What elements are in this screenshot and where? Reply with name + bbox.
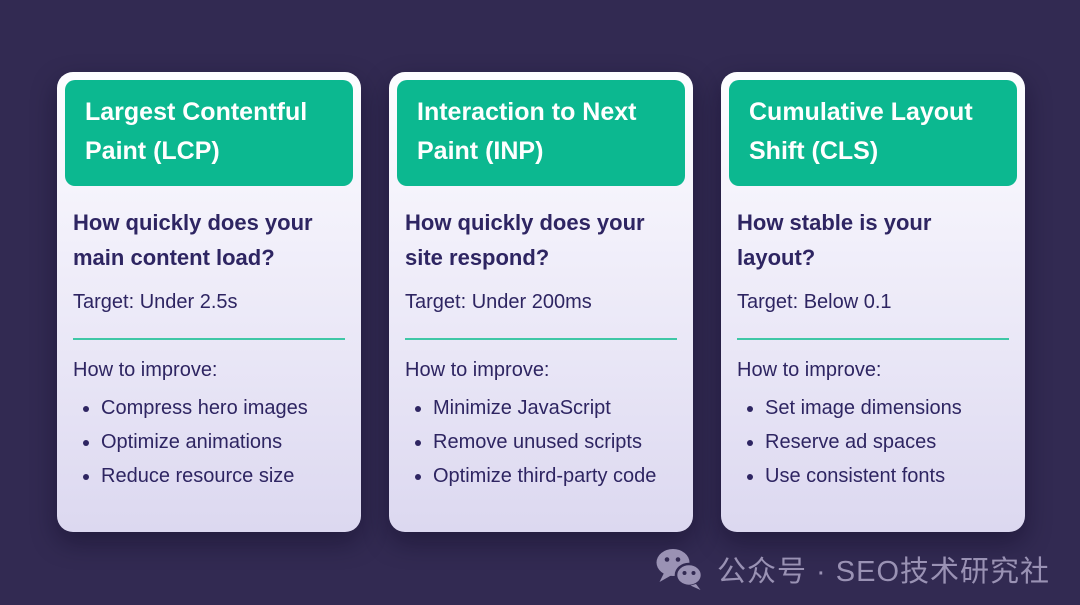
metric-card-inp: Interaction to Next Paint (INP) How quic…: [389, 72, 693, 532]
metric-question: How quickly does your site respond?: [405, 210, 645, 270]
metric-target: Target: Below 0.1: [737, 291, 892, 313]
metric-target: Target: Under 2.5s: [73, 291, 238, 313]
improve-label: How to improve:: [737, 359, 882, 381]
card-body: How quickly does your site respond? Targ…: [397, 205, 685, 493]
metric-header-lcp: Largest Contentful Paint (LCP): [65, 80, 353, 186]
watermark: 公众号 · SEO技术研究社: [653, 547, 1050, 591]
improve-item: Minimize JavaScript: [433, 391, 677, 425]
improve-label: How to improve:: [405, 359, 550, 381]
watermark-text: 公众号 · SEO技术研究社: [716, 556, 1050, 588]
improve-list: Compress hero images Optimize animations…: [73, 391, 345, 493]
cards-row: Largest Contentful Paint (LCP) How quick…: [57, 72, 1025, 532]
divider-line: [737, 338, 1009, 340]
improve-item: Set image dimensions: [765, 391, 1009, 425]
metric-target: Target: Under 200ms: [405, 291, 592, 313]
improve-item: Reserve ad spaces: [765, 425, 1009, 459]
metric-header-inp: Interaction to Next Paint (INP): [397, 80, 685, 186]
improve-list: Set image dimensions Reserve ad spaces U…: [737, 391, 1009, 493]
improve-item: Use consistent fonts: [765, 459, 1009, 493]
improve-item: Optimize third-party code: [433, 459, 677, 493]
metric-header-cls: Cumulative Layout Shift (CLS): [729, 80, 1017, 186]
divider-line: [405, 338, 677, 340]
improve-item: Compress hero images: [101, 391, 345, 425]
divider-line: [73, 338, 345, 340]
metric-card-lcp: Largest Contentful Paint (LCP) How quick…: [57, 72, 361, 532]
metric-question: How stable is your layout?: [737, 210, 932, 270]
improve-item: Reduce resource size: [101, 459, 345, 493]
improve-label: How to improve:: [73, 359, 218, 381]
improve-item: Remove unused scripts: [433, 425, 677, 459]
card-body: How quickly does your main content load?…: [65, 205, 353, 493]
card-body: How stable is your layout? Target: Below…: [729, 205, 1017, 493]
improve-list: Minimize JavaScript Remove unused script…: [405, 391, 677, 493]
metric-card-cls: Cumulative Layout Shift (CLS) How stable…: [721, 72, 1025, 532]
improve-item: Optimize animations: [101, 425, 345, 459]
metric-question: How quickly does your main content load?: [73, 210, 313, 270]
wechat-chat-bubbles-icon: [656, 549, 704, 590]
